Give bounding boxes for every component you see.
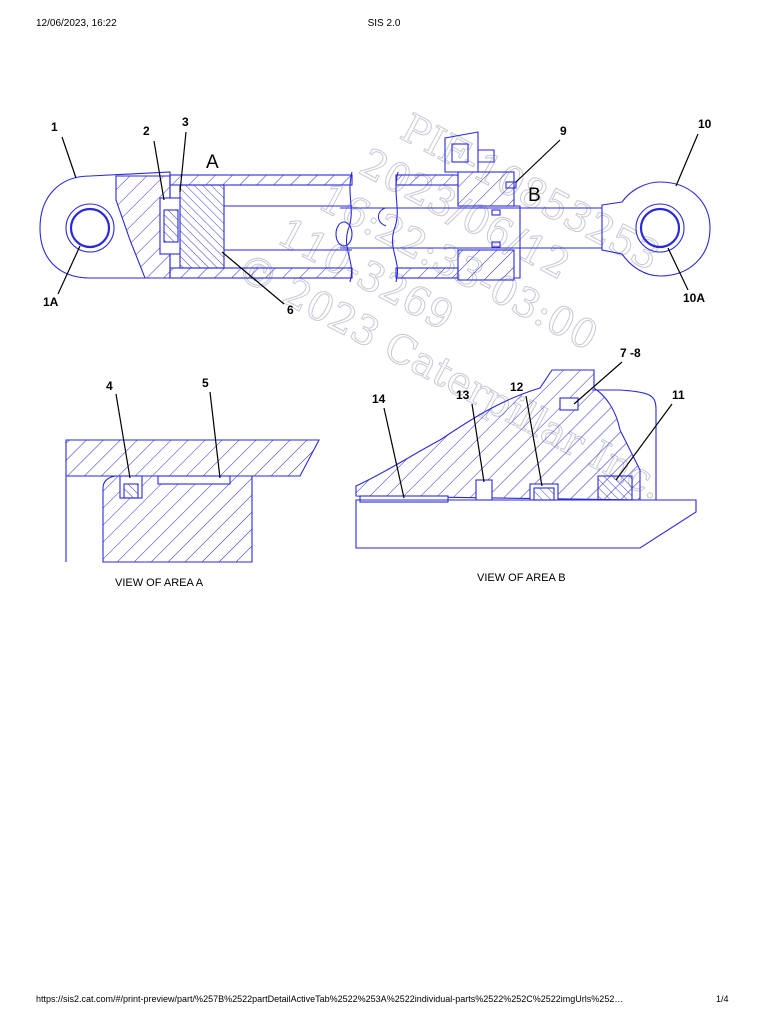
bearing-1a	[69, 207, 111, 249]
rod-break-end	[335, 221, 353, 247]
caption-area-b: VIEW OF AREA B	[477, 572, 566, 584]
area-b-rod	[355, 499, 697, 549]
rod-in-barrel	[224, 205, 352, 251]
print-title: SIS 2.0	[367, 18, 401, 29]
callout-1: 1	[51, 120, 58, 134]
callout-9: 9	[560, 124, 567, 138]
callout-10: 10	[698, 117, 712, 131]
leader-7-8	[573, 361, 623, 405]
leader-4	[115, 393, 131, 479]
leader-1	[61, 136, 77, 179]
callout-11: 11	[672, 388, 685, 402]
view-area-a: 4 5 VIEW OF AREA A	[65, 376, 320, 589]
port-flange-tab	[478, 149, 495, 163]
callout-5: 5	[202, 376, 209, 390]
rod-end-eye	[601, 181, 711, 277]
rod-break-right	[377, 207, 387, 227]
leader-11	[615, 403, 673, 481]
leader-9	[515, 139, 561, 183]
leader-5	[209, 391, 221, 479]
area-b-seal-7-8	[559, 397, 579, 411]
piston-rod	[400, 207, 602, 249]
rod-seal-b	[491, 241, 501, 248]
callout-3: 3	[182, 115, 189, 129]
port-fitting	[444, 131, 479, 173]
print-date: 12/06/2023, 16:22	[36, 18, 117, 29]
main-callouts: 1 2 3 A 1A 6 9 B 10 10A	[43, 115, 712, 317]
print-url: https://sis2.cat.com/#/print-preview/par…	[36, 994, 624, 1004]
head-end-eye	[39, 171, 171, 279]
leader-1a	[57, 245, 81, 295]
piston-bolt	[163, 209, 179, 243]
callout-2: 2	[143, 124, 150, 138]
head-top-section	[457, 171, 515, 207]
callout-1a: 1A	[43, 295, 59, 309]
leader-14	[383, 407, 405, 499]
barrel-top-wall	[169, 174, 353, 186]
callout-12: 12	[510, 380, 524, 394]
rod-eye-bore	[635, 203, 685, 253]
wiper-seal	[505, 181, 517, 189]
callout-13: 13	[456, 388, 470, 402]
barrel-break-right	[392, 171, 399, 283]
leader-12	[525, 395, 543, 487]
area-a-wear-band-5	[157, 475, 231, 485]
callout-6: 6	[287, 303, 294, 317]
bearing-10a	[639, 207, 681, 249]
area-b-seal-11	[597, 475, 633, 501]
barrel-bottom-wall	[169, 267, 353, 279]
leader-3	[179, 131, 187, 193]
area-a-seal-4-ring	[123, 483, 139, 499]
head-eye-bore	[65, 203, 115, 253]
leader-6	[221, 251, 285, 305]
rod-exposed	[340, 207, 400, 249]
leader-10	[675, 133, 699, 187]
piston	[179, 184, 225, 269]
page-number: 1/4	[716, 994, 729, 1004]
caption-area-a: VIEW OF AREA A	[115, 577, 204, 589]
barrel-break-left	[346, 171, 353, 283]
callout-14: 14	[372, 392, 386, 406]
leader-10a	[667, 247, 689, 291]
head-bottom-section	[457, 249, 515, 281]
area-b-seal-13	[475, 479, 493, 501]
rod-end-barrel-top	[395, 174, 459, 186]
view-area-b: 7 -8 14 13 12 11 VIEW OF AREA B	[355, 346, 697, 584]
area-a-barrel-wall	[65, 439, 320, 477]
area-b-wiper-housing	[592, 389, 657, 500]
area-b-marker: B	[528, 185, 541, 206]
port-bolt	[451, 143, 469, 163]
head-face	[514, 205, 521, 279]
leader-2	[153, 140, 165, 201]
rod-seal-a	[491, 209, 501, 216]
callout-10a: 10A	[683, 291, 705, 305]
callout-7-8: 7 -8	[620, 346, 641, 360]
rod-end-barrel-bottom	[395, 267, 459, 279]
area-a-marker: A	[206, 152, 219, 173]
leader-13	[471, 403, 485, 483]
cylinder-assembly-view	[39, 131, 711, 283]
callout-4: 4	[106, 379, 113, 393]
area-b-seal-12-ring	[533, 487, 555, 501]
